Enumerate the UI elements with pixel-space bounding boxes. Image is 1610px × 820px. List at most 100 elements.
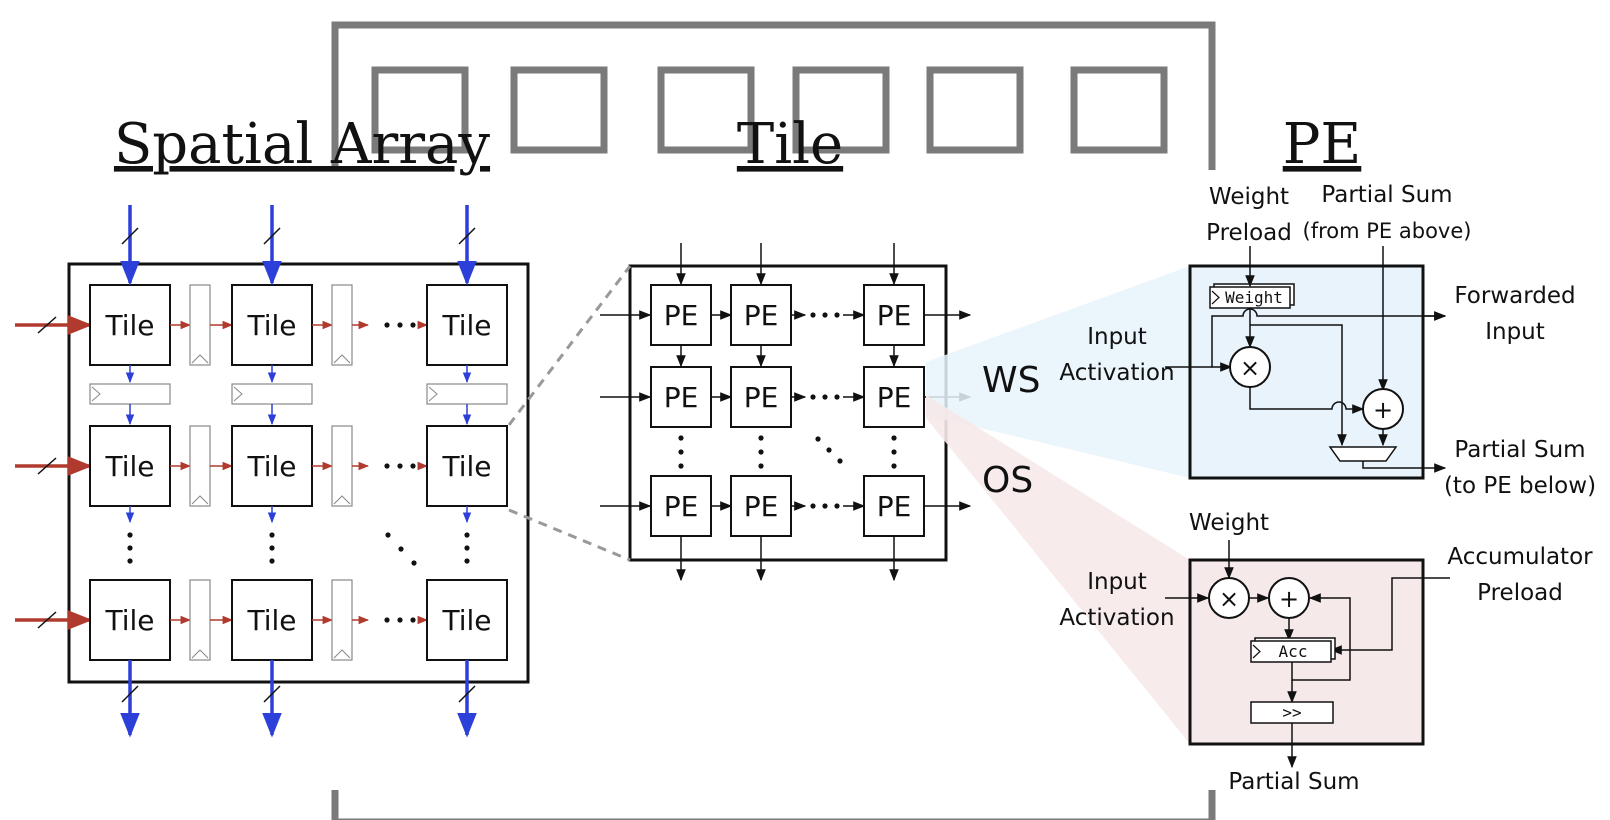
- pe-label: PE: [744, 381, 779, 414]
- pe-title: PE: [1283, 112, 1362, 177]
- diagonal-ellipsis-dot: [837, 458, 843, 464]
- ws-multiply-symbol: ×: [1240, 354, 1260, 382]
- ellipsis-dot: [127, 545, 133, 551]
- pipeline-register: [231, 383, 313, 405]
- pipeline-register: [331, 284, 353, 366]
- pipeline-register: [189, 425, 211, 507]
- ws-pe-detail: Weight Preload Partial Sum (from PE abov…: [1059, 182, 1596, 499]
- background-frame: [331, 21, 1216, 820]
- clock-icon: [191, 354, 209, 364]
- ellipsis-dot: [758, 449, 764, 455]
- clock-icon: [191, 495, 209, 505]
- bus-slash: [37, 611, 57, 629]
- tile-title: Tile: [737, 112, 843, 177]
- pipeline-register: [331, 579, 353, 661]
- os-acc-register: [1250, 640, 1332, 663]
- ellipsis-dot: [464, 558, 470, 564]
- os-weight-label: Weight: [1189, 510, 1269, 536]
- tile-label: Tile: [441, 604, 491, 637]
- pipeline-register: [89, 383, 171, 405]
- ws-add-symbol: +: [1373, 396, 1393, 424]
- os-adder: [1268, 577, 1310, 619]
- pe-label: PE: [877, 490, 912, 523]
- bus-slash: [263, 227, 281, 245]
- clock-icon: [233, 386, 243, 402]
- ws-multiplier: [1229, 346, 1271, 388]
- pe-label: PE: [877, 381, 912, 414]
- ellipsis-dot: [678, 449, 684, 455]
- ws-mult-to-add-wire: [1249, 387, 1365, 414]
- bus-slash: [37, 316, 57, 334]
- pe-block: [650, 366, 712, 428]
- os-accumulator-preload-label: Accumulator: [1447, 544, 1593, 570]
- tile-label: Tile: [246, 450, 296, 483]
- ws-partial-sum-out-label: Partial Sum: [1454, 437, 1585, 463]
- tile-block: [89, 425, 171, 507]
- bus-slash: [458, 685, 476, 703]
- pipeline-register: [426, 383, 508, 405]
- ws-weight-clock-icon: [1211, 290, 1220, 305]
- clock-icon: [191, 649, 209, 659]
- pe-label: PE: [744, 490, 779, 523]
- ellipsis-dot: [464, 545, 470, 551]
- pe-block: [863, 284, 925, 346]
- pe-label: PE: [744, 299, 779, 332]
- ws-input-activation-label-2: Activation: [1059, 360, 1174, 386]
- os-partial-sum-label: Partial Sum: [1228, 769, 1359, 795]
- os-acc-clock-icon: [1252, 644, 1261, 659]
- os-shift-label: >>: [1282, 703, 1301, 722]
- os-projection: [926, 395, 1190, 744]
- os-multiply-symbol: ×: [1219, 585, 1239, 613]
- ellipsis-dot: [384, 322, 390, 328]
- clock-icon: [333, 495, 351, 505]
- diagonal-ellipsis-dot: [815, 436, 821, 442]
- tile-block: [89, 579, 171, 661]
- tile-label: Tile: [104, 604, 154, 637]
- spatial-array-title: Spatial Array: [114, 112, 490, 177]
- ellipsis-dot: [269, 545, 275, 551]
- pe-label: PE: [664, 381, 699, 414]
- os-add-symbol: +: [1279, 585, 1299, 613]
- tile-block: [231, 284, 313, 366]
- ellipsis-dot: [410, 617, 416, 623]
- bus-slash: [121, 685, 139, 703]
- ellipsis-dot: [822, 312, 828, 318]
- ellipsis-dot: [269, 532, 275, 538]
- ellipsis-dot: [127, 558, 133, 564]
- ws-label: WS: [982, 360, 1040, 401]
- ellipsis-dot: [397, 322, 403, 328]
- bus-slash: [37, 457, 57, 475]
- clock-icon: [91, 386, 101, 402]
- ws-mux: [1328, 446, 1398, 462]
- ellipsis-dot: [269, 558, 275, 564]
- tile-block: [231, 425, 313, 507]
- os-shift-unit: [1250, 701, 1334, 724]
- os-label: OS: [982, 460, 1033, 501]
- ellipsis-dot: [834, 503, 840, 509]
- ellipsis-dot: [758, 463, 764, 469]
- ellipsis-dot: [678, 435, 684, 441]
- ws-weight-preload-label: Weight: [1209, 184, 1289, 210]
- ellipsis-dot: [464, 532, 470, 538]
- ellipsis-dot: [384, 463, 390, 469]
- os-acc-feedback-wire: [1291, 593, 1351, 681]
- ellipsis-dot: [891, 463, 897, 469]
- ws-projection: [926, 266, 1190, 478]
- ellipsis-dot: [410, 322, 416, 328]
- bus-slash: [263, 685, 281, 703]
- ws-forwarded-input-label: Forwarded: [1454, 283, 1575, 309]
- pe-label: PE: [664, 490, 699, 523]
- ws-mux-out-wire: [1362, 460, 1447, 473]
- ellipsis-dot: [678, 463, 684, 469]
- tile-label: Tile: [246, 604, 296, 637]
- ellipsis-dot: [397, 463, 403, 469]
- diagonal-ellipsis-dot: [398, 546, 404, 552]
- ws-weight-register-label: Weight: [1225, 288, 1283, 307]
- tile-block: [426, 579, 508, 661]
- tile-label: Tile: [246, 309, 296, 342]
- os-acc-register-label: Acc: [1279, 642, 1308, 661]
- ws-partial-sum-in-label-2: (from PE above): [1303, 219, 1472, 243]
- os-input-activation-label-2: Activation: [1059, 605, 1174, 631]
- pipeline-register: [331, 425, 353, 507]
